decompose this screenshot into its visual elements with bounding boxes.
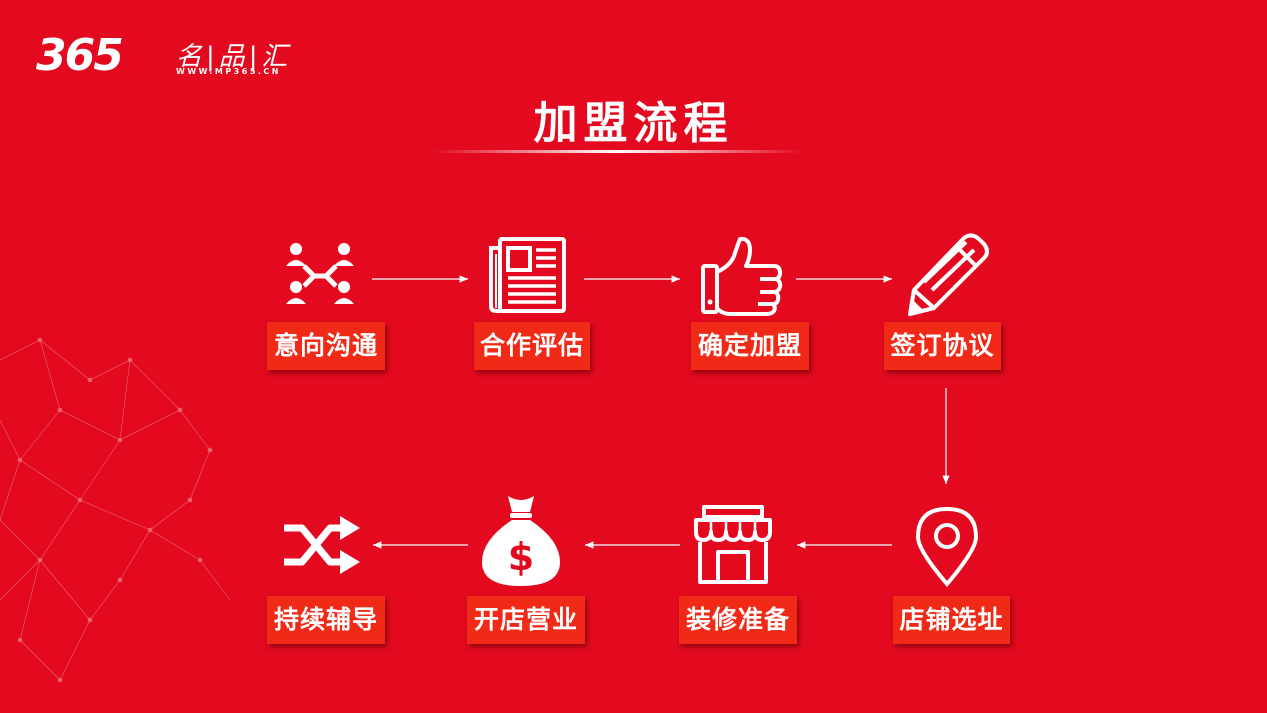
step-label-3: 确定加盟 (691, 322, 809, 370)
logo-url: WWW.MP365.CN (176, 67, 281, 76)
svg-text:$: $ (508, 535, 534, 579)
step-label-5: 店铺选址 (893, 596, 1010, 644)
step-label-7: 开店营业 (467, 596, 585, 644)
title-underline (432, 150, 802, 153)
logo-name: 名|品|汇 (176, 42, 292, 72)
storefront-icon (694, 505, 772, 584)
step-label-8: 持续辅导 (267, 596, 385, 644)
newspaper-icon (489, 237, 566, 313)
shuffle-icon (284, 516, 360, 574)
brand-logo: 365 名|品|汇 WWW.MP365.CN (36, 34, 306, 82)
step-label-1: 意向沟通 (267, 322, 385, 370)
page-title: 加盟流程 (533, 98, 734, 149)
map-pin-icon (915, 506, 979, 588)
thumbs-up-icon (701, 236, 783, 316)
step-label-2: 合作评估 (474, 322, 590, 370)
money-bag-icon: $ (482, 496, 560, 586)
pencil-icon (908, 233, 989, 316)
background-network-graphic (0, 337, 231, 683)
network-people-icon (286, 243, 354, 304)
step-label-6: 装修准备 (679, 596, 797, 644)
logo-number: 365 (36, 30, 124, 81)
step-label-4: 签订协议 (884, 322, 1001, 370)
